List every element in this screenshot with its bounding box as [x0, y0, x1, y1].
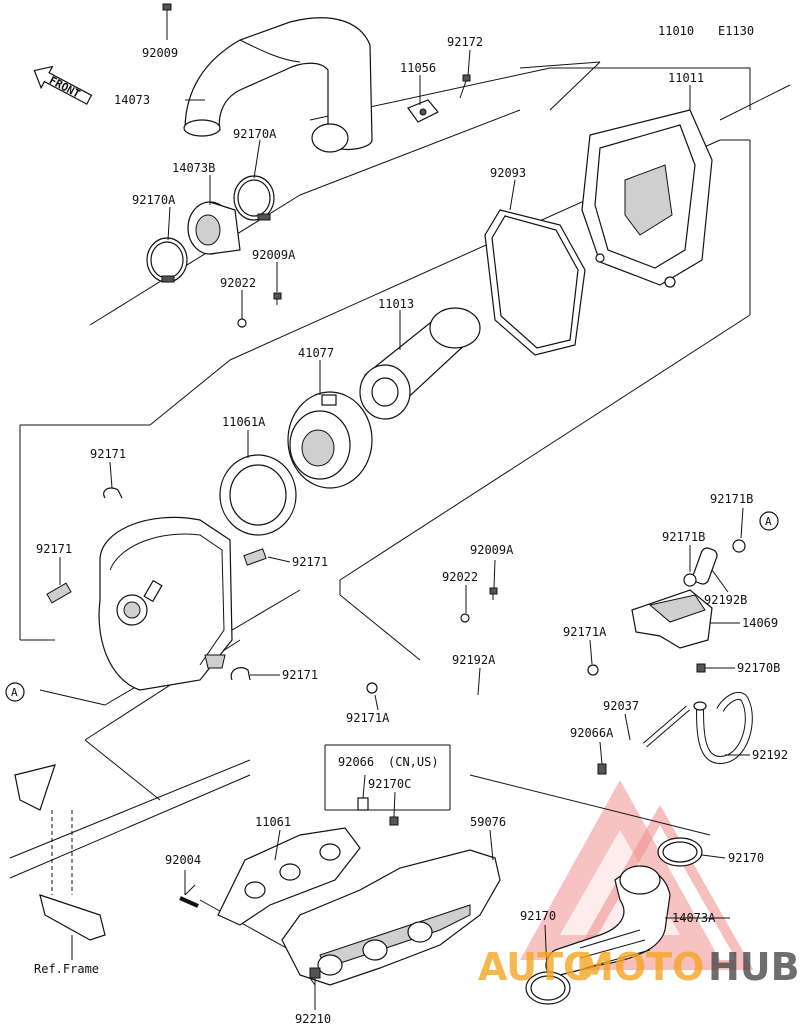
bolt-92009A-2	[489, 587, 498, 600]
part-label: 14073A	[672, 911, 716, 925]
fitting-14069	[631, 589, 713, 649]
front-arrow: FRONT	[33, 65, 93, 105]
region-note: (CN,US)	[388, 755, 439, 769]
part-label: 59076	[470, 815, 506, 829]
housing-11011	[581, 109, 713, 288]
gasket-92093	[484, 209, 586, 356]
hose-92037	[643, 705, 690, 748]
part-label: 92170A	[132, 193, 176, 207]
part-label: 92093	[490, 166, 526, 180]
part-label: 92170C	[368, 777, 411, 791]
leader-lines	[59, 20, 750, 1010]
part-label: 92022	[220, 276, 256, 290]
duct-14073A	[545, 865, 671, 977]
part-label: 92171B	[662, 530, 705, 544]
part-label: 92171	[282, 668, 318, 682]
part-label: 14073	[114, 93, 150, 107]
marker-a-text: A	[765, 515, 772, 528]
part-label: 92171A	[563, 625, 607, 639]
part-label: 11061	[255, 815, 291, 829]
adapter-14073B	[187, 201, 241, 255]
front-label: FRONT	[47, 74, 83, 101]
watermark-part2: MOTO	[576, 945, 704, 989]
clamp-92170A-lower	[146, 237, 188, 283]
part-number-labels: 92009 14073 11056 92172 11010 11011 9217…	[36, 24, 788, 1026]
clamp-92066A	[597, 763, 607, 775]
part-label: 92192	[752, 748, 788, 762]
manifold-59076	[281, 849, 501, 986]
part-label: 92172	[447, 35, 483, 49]
clip-92171-1	[103, 487, 123, 499]
hose-92192	[693, 691, 753, 765]
part-label: 11013	[378, 297, 414, 311]
part-label: 92171	[36, 542, 72, 556]
part-label: 92170B	[737, 661, 780, 675]
cover-assembly	[98, 516, 233, 691]
part-label: 92210	[295, 1012, 331, 1026]
clip-92171B-1	[732, 539, 746, 553]
marker-a-text: A	[11, 686, 18, 699]
clip-92171-3	[243, 548, 267, 566]
part-label: 92170	[728, 851, 764, 865]
bolt-92009-top	[162, 3, 172, 20]
part-label: 92170A	[233, 127, 277, 141]
part-label: 14073B	[172, 161, 215, 175]
part-label: 41077	[298, 346, 334, 360]
part-label: 92171B	[710, 492, 753, 506]
part-label: 92004	[165, 853, 201, 867]
clip-92171-2	[46, 582, 72, 604]
marker-a-left: A	[5, 682, 25, 702]
ref-frame-label: Ref.Frame	[34, 962, 99, 976]
washer-92022-2	[460, 613, 470, 623]
part-label: 11010	[658, 24, 694, 38]
part-label: 92171	[292, 555, 328, 569]
figure-code: E1130	[718, 24, 754, 38]
clamp-92170-1	[657, 837, 703, 867]
part-label: 92192B	[704, 593, 747, 607]
spacer-92066	[357, 797, 369, 811]
stud-92004	[179, 896, 199, 908]
duct-14073	[183, 17, 373, 153]
part-label: 92170	[520, 909, 556, 923]
watermark-part3: HUB	[708, 945, 800, 989]
part-label: 92009A	[252, 248, 296, 262]
part-label: 92009A	[470, 543, 514, 557]
watermark-part1: AUTO	[478, 945, 595, 989]
part-label: 92009	[142, 46, 178, 60]
watermark-text: AUTO MOTO HUB	[478, 945, 800, 989]
nut-92210	[309, 967, 321, 979]
clip-92171B-2	[683, 573, 697, 587]
gasket-11061	[217, 827, 361, 926]
part-label: 92037	[603, 699, 639, 713]
part-label: 92066A	[570, 726, 614, 740]
clamp-92170B	[696, 663, 706, 673]
part-label: 11011	[668, 71, 704, 85]
clip-92171-4	[230, 667, 251, 681]
holder-41077	[287, 391, 373, 489]
marker-a-right: A	[759, 511, 779, 531]
clamp-92170C	[389, 816, 399, 826]
bracket-11056	[407, 99, 439, 123]
seal-11061A	[219, 454, 297, 536]
bolt-92009A-1	[273, 292, 282, 305]
clamp-92170-2	[525, 971, 571, 1005]
element-11013	[359, 307, 481, 420]
clamp-92170A-upper	[233, 175, 275, 221]
part-label: 11056	[400, 61, 436, 75]
part-label: 92171	[90, 447, 126, 461]
part-label: 92192A	[452, 653, 496, 667]
part-label: 11061A	[222, 415, 266, 429]
part-label: 92171A	[346, 711, 390, 725]
part-label: 14069	[742, 616, 778, 630]
part-label: 92022	[442, 570, 478, 584]
hose-92192B	[692, 547, 718, 585]
bolt-92172	[459, 74, 471, 99]
washer-92022-1	[237, 318, 247, 328]
hose-92192A	[366, 664, 599, 716]
ref-frame-bracket	[9, 759, 251, 941]
